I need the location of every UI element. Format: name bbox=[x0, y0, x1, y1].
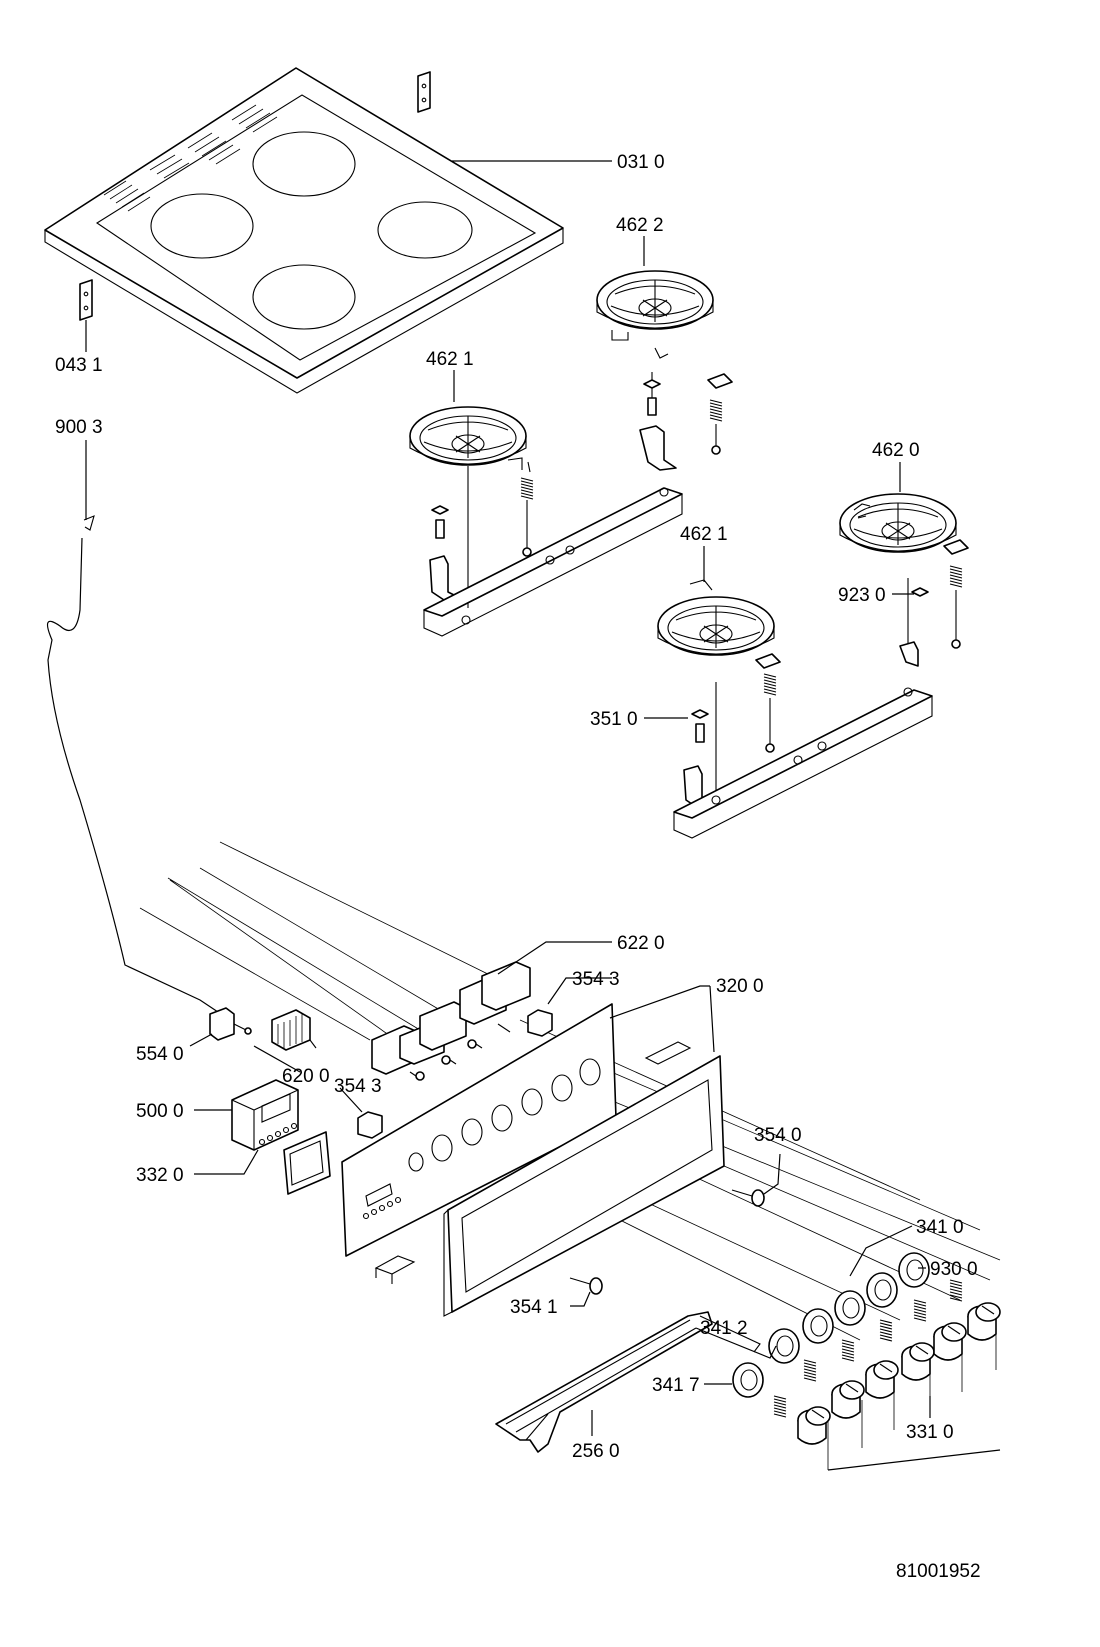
callout-043-1: 043 1 bbox=[55, 355, 103, 376]
callout-341-0: 341 0 bbox=[916, 1217, 964, 1238]
callout-341-2: 341 2 bbox=[700, 1318, 748, 1339]
electronic-timer bbox=[231, 1079, 299, 1151]
callout-462-1-upper: 462 1 bbox=[426, 349, 474, 370]
knob-bezel-3 bbox=[802, 1308, 834, 1344]
door-handle bbox=[495, 1311, 761, 1453]
oven-lamp bbox=[731, 1189, 765, 1207]
knob-bezel-1 bbox=[732, 1362, 764, 1398]
control-knob-1 bbox=[797, 1406, 831, 1445]
control-panel-frame bbox=[443, 1041, 725, 1317]
callout-354-1: 354 1 bbox=[510, 1297, 558, 1318]
callout-620-0: 620 0 bbox=[282, 1066, 330, 1087]
hob-top-glass bbox=[44, 67, 564, 394]
timer-frame bbox=[283, 1131, 331, 1195]
callout-554-0: 554 0 bbox=[136, 1044, 184, 1065]
callout-leaders bbox=[85, 160, 1001, 1471]
pilot-lamp-upper bbox=[527, 1009, 553, 1037]
callout-354-3-upper: 354 3 bbox=[572, 969, 620, 990]
knob-spring-2 bbox=[803, 1359, 817, 1382]
callout-351-0: 351 0 bbox=[590, 709, 638, 730]
burner-rail-rear-left bbox=[409, 406, 683, 637]
callout-900-3: 900 3 bbox=[55, 417, 103, 438]
callout-462-2: 462 2 bbox=[616, 215, 664, 236]
energy-regulators bbox=[371, 961, 531, 1081]
burner-rail-right bbox=[839, 493, 969, 667]
callout-622-0: 622 0 bbox=[617, 933, 665, 954]
callout-930-0: 930 0 bbox=[930, 1259, 978, 1280]
knob-spring-1 bbox=[773, 1395, 787, 1418]
knob-bezel-6 bbox=[898, 1252, 930, 1288]
callout-332-0: 332 0 bbox=[136, 1165, 184, 1186]
burner-rail-front bbox=[657, 579, 933, 839]
control-knob-4 bbox=[901, 1342, 935, 1381]
knob-bezel-4 bbox=[834, 1290, 866, 1326]
callout-354-3-lower: 354 3 bbox=[334, 1076, 382, 1097]
mounting-bracket-top bbox=[417, 71, 431, 113]
pilot-lamp-lower bbox=[357, 1111, 383, 1139]
callout-462-0: 462 0 bbox=[872, 440, 920, 461]
callout-462-1-lower: 462 1 bbox=[680, 524, 728, 545]
knob-guide-lines bbox=[827, 1330, 997, 1470]
terminal-block bbox=[271, 1009, 317, 1051]
control-knob-3 bbox=[865, 1360, 899, 1399]
callout-923-0: 923 0 bbox=[838, 585, 886, 606]
callout-341-7: 341 7 bbox=[652, 1375, 700, 1396]
burner-rail-rear-right bbox=[596, 270, 733, 471]
knob-bezel-5 bbox=[866, 1272, 898, 1308]
mounting-bracket-left bbox=[79, 279, 93, 321]
control-knob-2 bbox=[831, 1380, 865, 1419]
knob-spring-3 bbox=[841, 1339, 855, 1362]
knob-spring-4 bbox=[879, 1319, 893, 1342]
callout-031-0: 031 0 bbox=[617, 152, 665, 173]
knob-spring-5 bbox=[913, 1299, 927, 1322]
callout-256-0: 256 0 bbox=[572, 1441, 620, 1462]
control-knob-5 bbox=[933, 1322, 967, 1361]
callout-331-0: 331 0 bbox=[906, 1422, 954, 1443]
indicator-lamp bbox=[569, 1277, 603, 1295]
callout-320-0: 320 0 bbox=[716, 976, 764, 997]
callout-354-0: 354 0 bbox=[754, 1125, 802, 1146]
document-number: 81001952 bbox=[896, 1561, 981, 1582]
knob-bezel-2 bbox=[768, 1328, 800, 1364]
control-knob-6 bbox=[967, 1302, 1001, 1341]
oven-thermostat bbox=[209, 1007, 252, 1041]
thermostat-capillary bbox=[46, 515, 219, 1013]
callout-500-0: 500 0 bbox=[136, 1101, 184, 1122]
